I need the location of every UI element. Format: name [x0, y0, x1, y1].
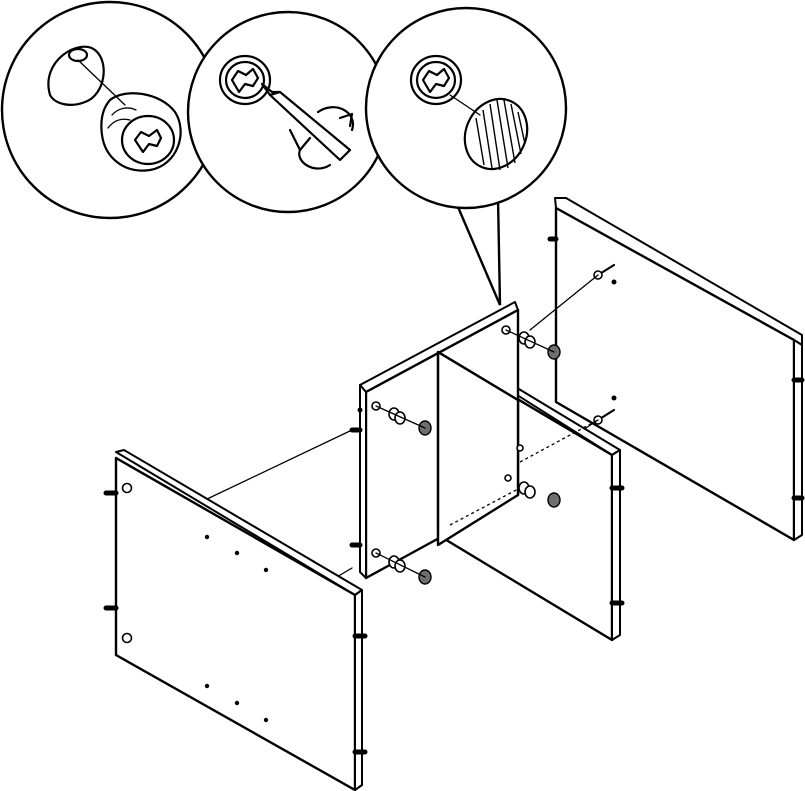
screwdriver-icon [218, 54, 355, 170]
middle-divider-panel [349, 301, 520, 580]
cam-lock [518, 481, 561, 508]
detail-bubbles [0, 0, 568, 306]
guide-line [204, 429, 353, 501]
hidden-connection-lines [449, 350, 599, 526]
right-back-panel [547, 197, 805, 542]
cam-locks [375, 329, 561, 585]
cover-cap [547, 492, 561, 508]
cover-cap-icon [409, 54, 529, 171]
cover-cap-bubble [364, 6, 568, 210]
cam-lock-icon [47, 45, 182, 172]
guide-line [529, 274, 599, 331]
cam-lock [388, 555, 432, 585]
callout-pointer [453, 196, 502, 306]
cam-lock-insert-bubble [0, 0, 220, 220]
left-side-panel [103, 449, 368, 791]
